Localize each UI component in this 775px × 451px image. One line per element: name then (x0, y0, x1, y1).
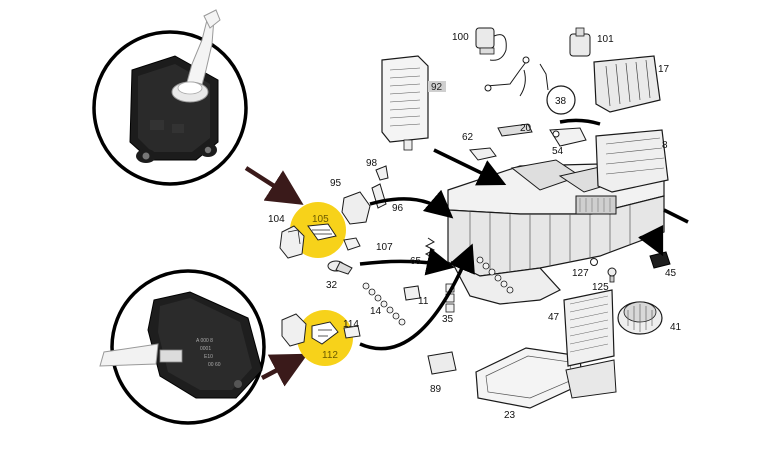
part-23-tray (475, 347, 583, 409)
label-line-3: E10 (204, 354, 213, 360)
part-89-module (427, 351, 457, 375)
part-lower-actuator (281, 313, 361, 347)
part-14-cable (362, 282, 406, 326)
label-62: 62 (462, 132, 474, 143)
part-125-bolt (607, 267, 617, 283)
label-92: 92 (431, 82, 443, 93)
part-54-lever (549, 127, 587, 147)
label-92-box (428, 81, 446, 92)
part-41-blower-motor (617, 301, 663, 335)
label-11: 11 (418, 296, 429, 307)
part-127-washer (590, 258, 598, 266)
part-labels: 100 101 17 92 38 20 62 54 8 98 95 96 104… (268, 32, 682, 421)
part-32-actuator (327, 260, 353, 275)
label-20: 20 (520, 123, 532, 134)
label-105: 105 (312, 214, 329, 225)
part-95-actuator (341, 191, 371, 225)
label-38: 38 (555, 96, 567, 107)
label-98: 98 (366, 158, 378, 169)
label-8: 8 (662, 140, 668, 151)
label-107: 107 (376, 242, 393, 253)
part-104-actuator (279, 225, 305, 259)
label-35: 35 (442, 314, 454, 325)
part-107-connector (343, 237, 361, 251)
label-125: 125 (592, 282, 609, 293)
label-95: 95 (330, 178, 342, 189)
part-101-actuator (569, 27, 591, 57)
label-23: 23 (504, 410, 516, 421)
top-inset (92, 9, 248, 186)
label-line-4: 00 60 (208, 362, 221, 368)
part-38-callout (546, 85, 576, 115)
actuator-photo-top (129, 9, 221, 163)
label-127: 127 (572, 268, 589, 279)
part-62-bracket (469, 147, 497, 161)
label-line-2: 0001 (200, 346, 211, 352)
arrow-bottom-inset (260, 353, 308, 387)
arrow-top-inset (244, 166, 304, 205)
label-100: 100 (452, 32, 469, 43)
label-32: 32 (326, 280, 338, 291)
label-96: 96 (392, 203, 404, 214)
label-47: 47 (548, 312, 560, 323)
part-45-plug (649, 251, 671, 269)
part-11-connector (403, 285, 421, 301)
label-112: 112 (322, 350, 338, 361)
part-20-strip (497, 123, 533, 137)
label-41: 41 (670, 322, 682, 333)
part-17-grille (593, 55, 661, 113)
bottom-inset: A 000 8 0001 E10 00 60 (99, 269, 266, 425)
label-114: 114 (343, 319, 359, 330)
label-14: 14 (370, 306, 382, 317)
actuator-photo-bottom: A 000 8 0001 E10 00 60 (99, 291, 263, 399)
label-54: 54 (552, 146, 564, 157)
linkage-chain (476, 256, 514, 294)
label-17: 17 (658, 64, 670, 75)
wiring-harness (484, 56, 549, 97)
label-104: 104 (268, 214, 285, 225)
part-92-filter-housing (381, 55, 429, 151)
leader-arrows (359, 118, 689, 351)
part-100-sensor (475, 27, 507, 61)
label-101: 101 (597, 34, 614, 45)
label-65: 65 (410, 256, 422, 267)
part-98-clip (375, 165, 389, 181)
label-89: 89 (430, 384, 442, 395)
part-105-flap (307, 223, 337, 241)
part-8-evaporator (595, 129, 669, 193)
label-line-1: A 000 8 (196, 338, 213, 344)
part-47-cabin-filter (563, 289, 617, 399)
label-45: 45 (665, 268, 677, 279)
